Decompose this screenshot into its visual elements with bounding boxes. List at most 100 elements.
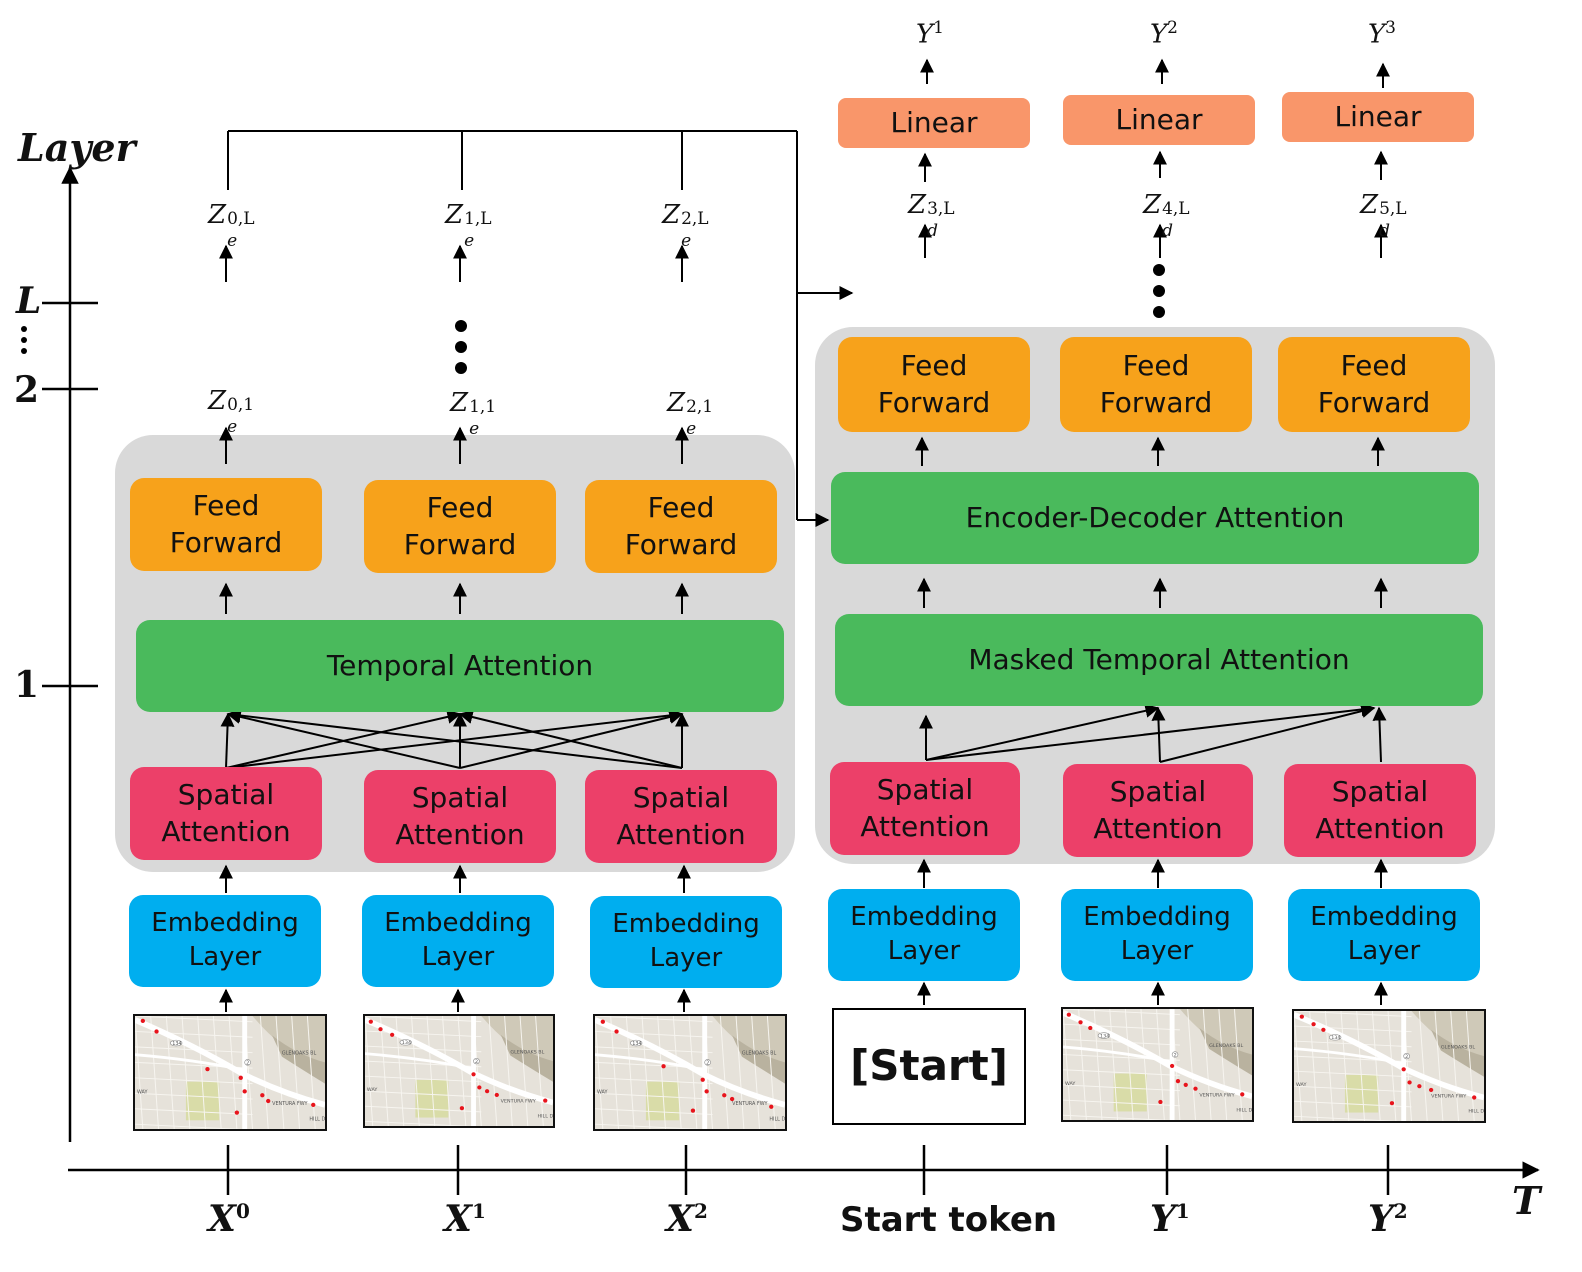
map-label-134: 134 <box>632 1041 641 1047</box>
map-street <box>135 1016 144 1129</box>
temporal-attention: Temporal Attention <box>136 620 784 712</box>
x-axis-label: T <box>1512 1178 1541 1223</box>
map-road <box>595 1053 705 1072</box>
map-hills-shade <box>500 1034 553 1082</box>
start-token-box: [Start] <box>832 1008 1026 1125</box>
map-shield-134 <box>1328 1034 1342 1041</box>
map-shield-2 <box>1171 1051 1179 1058</box>
map-shield-134 <box>1097 1032 1111 1039</box>
map-street <box>1063 1114 1171 1120</box>
decoder-feed-forward-1: Feed Forward <box>1060 337 1252 432</box>
traffic-sensor-dot <box>266 1098 271 1104</box>
traffic-sensor-dot <box>390 1032 395 1037</box>
map-street <box>1450 1011 1460 1121</box>
map-label-glenoaks: GLENOAKS BL <box>282 1051 317 1057</box>
encoder-feed-forward-1: Feed Forward <box>364 480 556 573</box>
traffic-sensor-dot <box>661 1064 666 1069</box>
map-street <box>457 1016 467 1126</box>
encoder-embedding-2: Embedding Layer <box>590 896 782 988</box>
map-label-2: 2 <box>706 1060 709 1066</box>
map-street <box>181 1016 191 1129</box>
map-label-glenoaks: GLENOAKS BL <box>1441 1045 1476 1051</box>
map-street <box>641 1016 651 1129</box>
decoder-spatial-attention-1: Spatial Attention <box>1063 764 1253 857</box>
map-street <box>1434 1011 1444 1121</box>
map-label-hill: HILL DR <box>309 1116 325 1122</box>
decoder-embedding-1: Embedding Layer <box>1061 889 1253 981</box>
map-street <box>1063 1084 1180 1092</box>
map-label-hill: HILL DR <box>1236 1108 1252 1114</box>
map-street <box>751 1016 761 1129</box>
decoder-embedding-2: Embedding Layer <box>1288 889 1480 981</box>
map-label-134: 134 <box>1331 1035 1340 1041</box>
map-shield-2 <box>704 1059 711 1066</box>
decoder-embedding-0: Embedding Layer <box>828 889 1020 981</box>
traffic-sensor-dot <box>1311 1022 1316 1027</box>
map-street <box>735 1016 745 1129</box>
traffic-sensor-dot <box>1417 1084 1422 1089</box>
map-label-way: WAY <box>137 1089 148 1095</box>
map-street <box>1156 1009 1165 1120</box>
traffic-sensor-dot <box>1407 1080 1412 1085</box>
traffic-sensor-dot <box>368 1019 373 1024</box>
map-label-glenoaks: GLENOAKS BL <box>510 1050 544 1056</box>
map-street <box>135 1077 253 1085</box>
map-label-2: 2 <box>475 1059 478 1065</box>
map-label-hill: HILL DR <box>769 1116 785 1122</box>
map-street <box>1233 1009 1243 1120</box>
map-street <box>1202 1009 1212 1120</box>
map-street <box>1109 1009 1119 1120</box>
map-street <box>135 1092 253 1100</box>
x-tick-label-x1: X1 <box>444 1198 486 1240</box>
map-road <box>1063 1045 1173 1064</box>
encoder-layer-ellipsis <box>455 320 467 383</box>
map-street <box>488 1016 498 1126</box>
map-street <box>672 1016 682 1129</box>
map-label-2: 2 <box>1405 1054 1408 1060</box>
map-label-ventura: VENTURA FWY <box>732 1101 767 1107</box>
map-street <box>365 1016 482 1023</box>
traffic-sensor-dot <box>242 1089 247 1094</box>
traffic-sensor-dot <box>704 1089 709 1094</box>
map-street <box>275 1016 285 1129</box>
decoder-spatial-attention-2: Spatial Attention <box>1284 764 1476 857</box>
traffic-sensor-dot <box>1401 1067 1406 1072</box>
traffic-sensor-dot <box>1183 1082 1188 1087</box>
traffic-sensor-dot <box>140 1018 145 1023</box>
linear-2: Linear <box>1282 92 1474 142</box>
traffic-sensor-dot <box>700 1077 705 1082</box>
traffic-sensor-dot <box>205 1066 210 1072</box>
traffic-sensor-dot <box>154 1029 159 1034</box>
map-street <box>595 1016 604 1129</box>
traffic-sensor-dot <box>1389 1101 1395 1106</box>
traffic-sensor-dot <box>234 1110 240 1115</box>
traffic-sensor-dot <box>1158 1099 1163 1105</box>
map-label-way: WAY <box>1296 1082 1307 1088</box>
map-shield-2 <box>1403 1053 1410 1060</box>
traffic-sensor-dot <box>378 1027 383 1032</box>
traffic-sensor-dot <box>238 1075 243 1080</box>
map-street <box>1218 1009 1228 1120</box>
x-tick-label-y2: Y2 <box>1368 1198 1408 1240</box>
encoder-spatial-attention-2: Spatial Attention <box>585 770 777 863</box>
map-street <box>442 1016 451 1126</box>
map-label-134: 134 <box>172 1041 181 1047</box>
encoder-embedding-1: Embedding Layer <box>362 895 554 987</box>
map-street <box>1294 1025 1412 1033</box>
map-street <box>365 1016 374 1126</box>
map-street <box>535 1016 544 1126</box>
map-street <box>1294 1100 1412 1108</box>
map-street <box>135 1030 253 1038</box>
decoder-feed-forward-0: Feed Forward <box>838 337 1030 432</box>
traffic-sensor-dot <box>1078 1020 1083 1025</box>
map-street <box>365 1075 482 1083</box>
y-tick-label-1: 1 <box>14 664 40 706</box>
